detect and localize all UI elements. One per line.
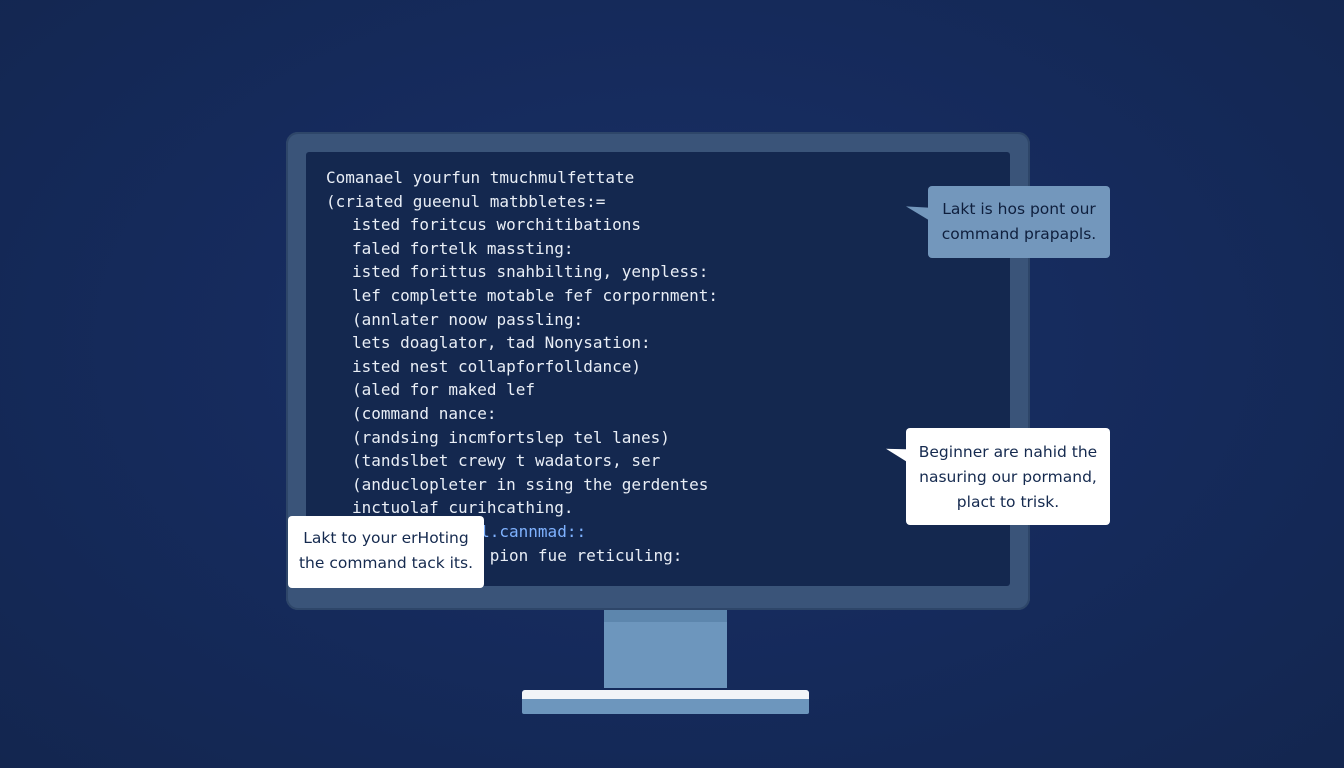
callout-text-line: plact to trisk. xyxy=(956,493,1060,511)
callout-text-line: Lakt to your erHoting xyxy=(303,529,469,547)
terminal-line: (command nance: xyxy=(352,403,497,423)
terminal-line: faled fortelk massting: xyxy=(352,238,574,258)
callout-text-line: Lakt is hos pont our xyxy=(942,200,1096,218)
monitor-stand-neck xyxy=(604,610,727,688)
terminal-line: (annlater noow passling: xyxy=(352,309,584,329)
callout-top-right: Lakt is hos pont our command prapapls. xyxy=(906,186,1110,258)
terminal-line: (anduclopleter in ssing the gerdentes xyxy=(352,474,709,494)
terminal-screen[interactable]: Comanael yourfun tmuchmulfettate (criated… xyxy=(306,152,1010,586)
callout-mid-right: Beginner are nahid the nasuring our porm… xyxy=(886,428,1110,525)
terminal-line: isted nest collapforfolldance) xyxy=(352,356,641,376)
callout-bottom-left: Lakt to your erHoting the command tack i… xyxy=(288,516,484,588)
terminal-line: isted forittus snahbilting, yenpless: xyxy=(352,262,709,282)
terminal-line: lets doaglator, tad Nonysation: xyxy=(352,333,651,353)
terminal-line: l.cannmad:: xyxy=(480,521,587,541)
terminal-line: lef complette motable fef corpornment: xyxy=(352,285,719,305)
terminal-line: (criated gueenul matbbletes:= xyxy=(326,191,606,211)
terminal-line: pion fue reticuling: xyxy=(326,545,683,565)
callout-text-line: command prapapls. xyxy=(941,225,1097,243)
callout-text-line: the command tack its. xyxy=(298,554,474,572)
terminal-line: inctuolaf curihcathing. xyxy=(352,498,574,518)
monitor-stand-base xyxy=(522,690,809,714)
terminal-line: (tandslbet crewy t wadators, ser xyxy=(352,451,661,471)
callout-text-line: Beginner are nahid the xyxy=(918,443,1098,461)
terminal-output: Comanael yourfun tmuchmulfettate (criated… xyxy=(326,166,718,567)
callout-text-line: nasuring our pormand, xyxy=(919,468,1097,486)
terminal-line: isted foritcus worchitibations xyxy=(352,215,641,235)
terminal-line: (aled for maked lef xyxy=(352,380,536,400)
monitor-bezel: Comanael yourfun tmuchmulfettate (criated… xyxy=(286,132,1030,610)
terminal-line: Comanael yourfun tmuchmulfettate xyxy=(326,168,635,187)
terminal-line: (randsing incmfortslep tel lanes) xyxy=(352,427,670,447)
